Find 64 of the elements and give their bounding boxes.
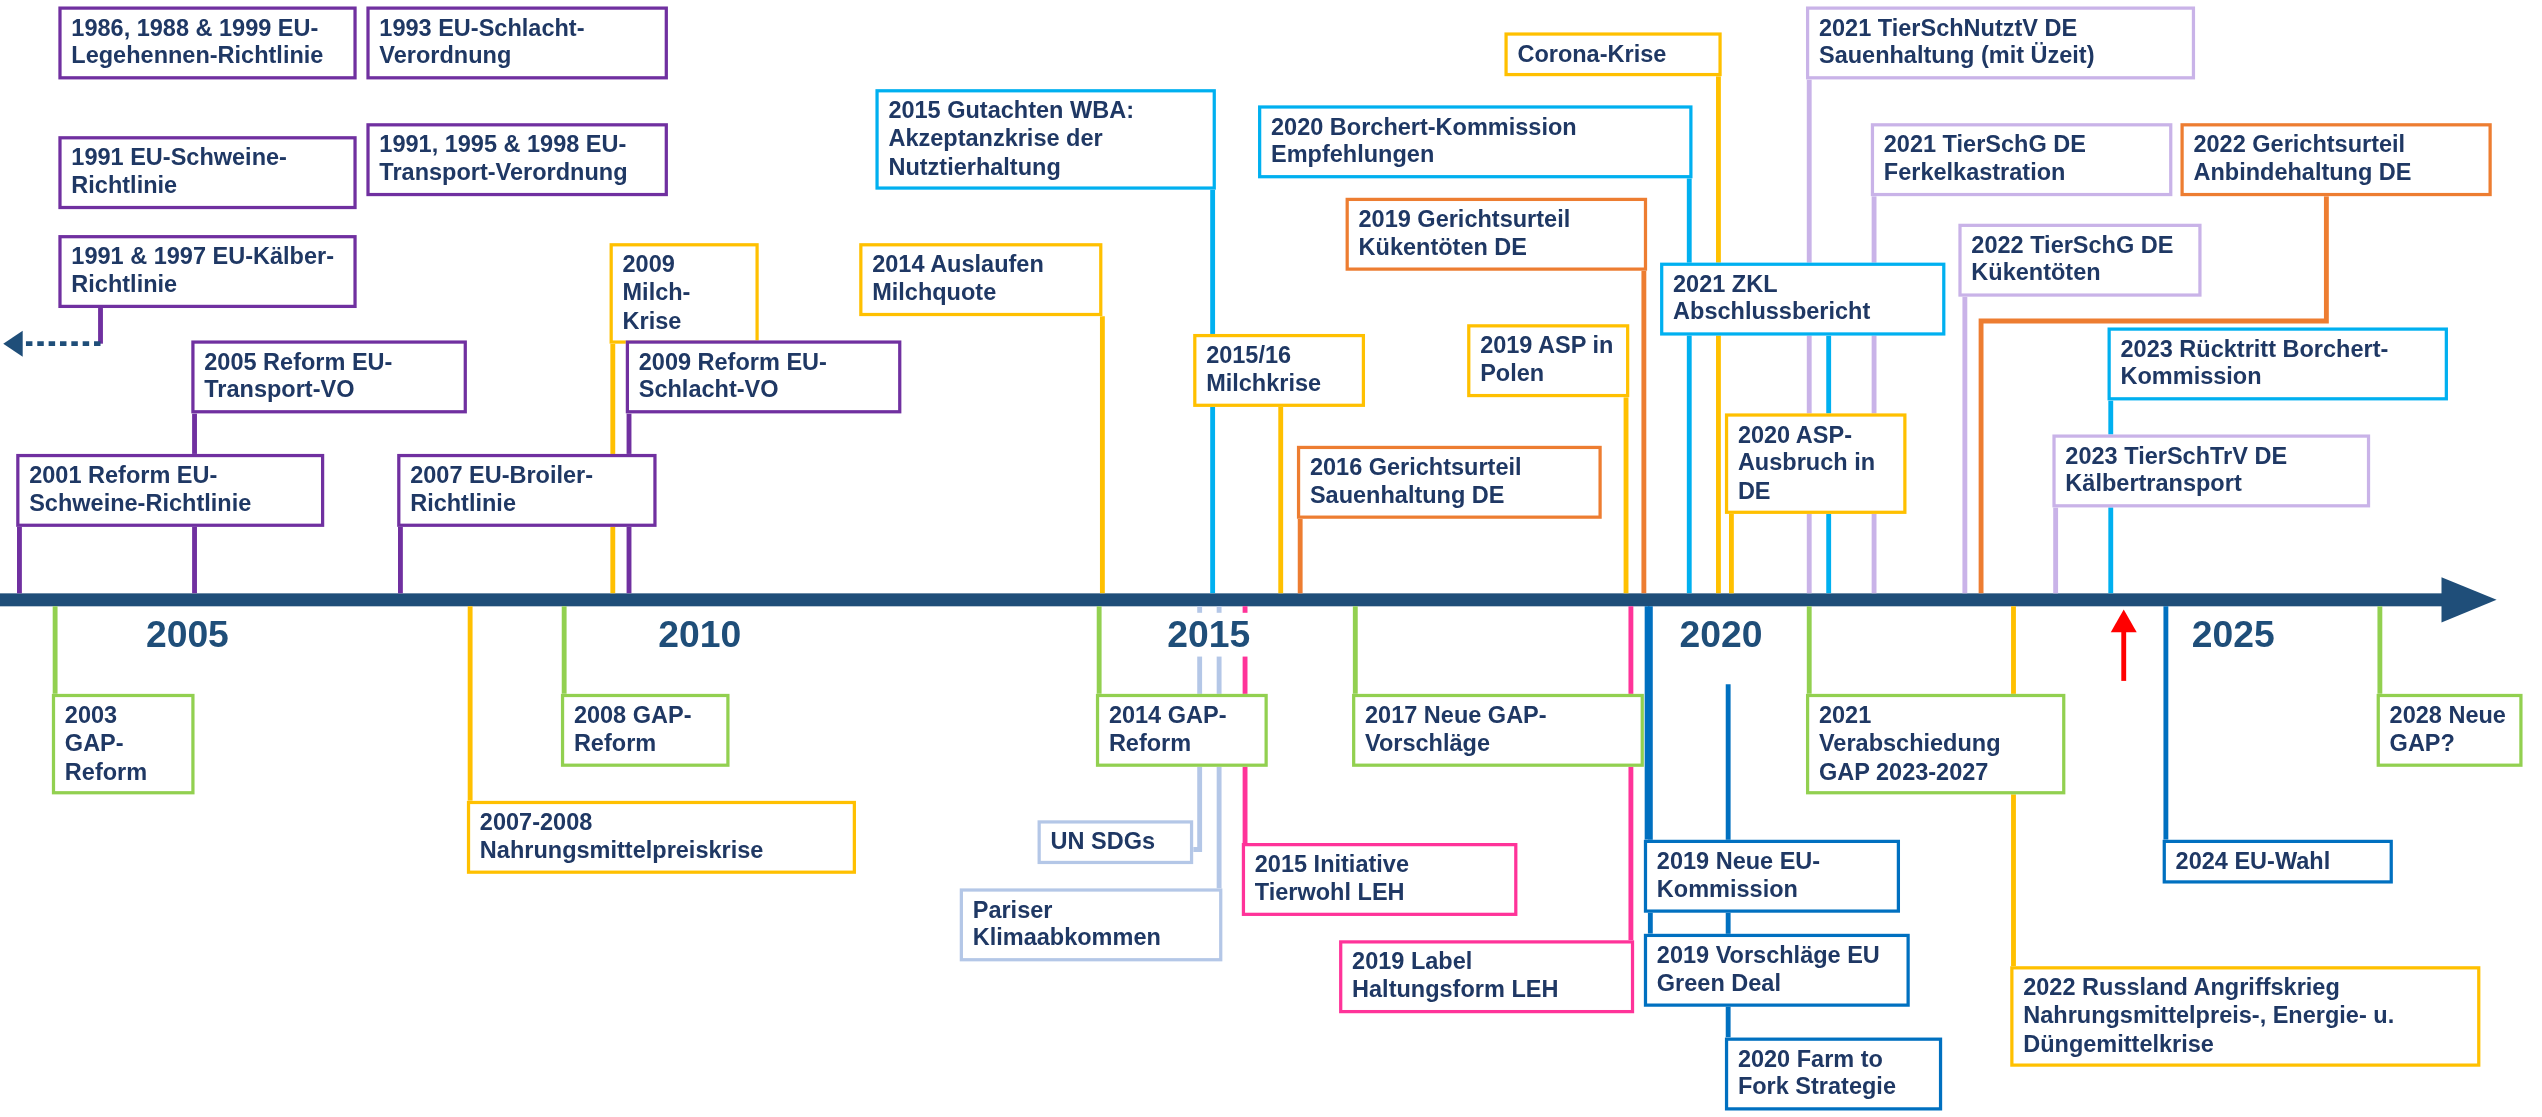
leader-line bbox=[1644, 606, 1650, 840]
event-card: 2019 Gerichtsurteil Kükentöten DE bbox=[1345, 197, 1648, 271]
event-card: 2003 GAP-Reform bbox=[51, 693, 195, 795]
event-card: 2028 Neue GAP? bbox=[2376, 693, 2523, 767]
event-card: 2017 Neue GAP-Vorschläge bbox=[1352, 693, 1644, 767]
event-card: 2021 Verabschiedung GAP 2023-2027 bbox=[1806, 693, 2066, 795]
leader-line bbox=[52, 606, 58, 694]
leader-line bbox=[467, 606, 473, 801]
event-card: 2019 ASP in Polen bbox=[1467, 324, 1630, 397]
event-card: 2016 Gerichtsurteil Sauenhaltung DE bbox=[1296, 445, 1602, 519]
event-card: Corona-Krise bbox=[1504, 32, 1722, 77]
leader-line bbox=[1096, 606, 1102, 694]
event-card: 2009 Reform EU-Schlacht-VO bbox=[625, 340, 902, 414]
event-card: 2007 EU-Broiler-Richtlinie bbox=[397, 453, 657, 527]
event-card: 2021 TierSchNutztV DE Sauenhaltung (mit Üzeit) bbox=[1806, 6, 2196, 80]
event-card: 2015 Initiative Tierwohl LEH bbox=[1241, 843, 1518, 916]
leader-line bbox=[2053, 507, 2059, 594]
leader-line bbox=[1278, 406, 1284, 594]
event-card: 2014 GAP-Reform bbox=[1095, 693, 1268, 767]
event-card: 1991 EU-Schweine-Richtlinie bbox=[58, 136, 357, 209]
leader-line bbox=[561, 606, 567, 694]
leader-line bbox=[1729, 513, 1734, 594]
event-card: 2007-2008 Nahrungsmittelpreiskrise bbox=[466, 800, 856, 874]
event-card: 1991, 1995 & 1998 EU-Transport-Verordnung bbox=[366, 123, 668, 196]
event-card: 2022 Gerichtsurteil Anbindehaltung DE bbox=[2180, 123, 2492, 196]
event-card: 1991 & 1997 EU-Kälber-Richtlinie bbox=[58, 235, 357, 308]
event-card: 2014 Auslaufen Milchquote bbox=[859, 243, 1103, 316]
leader-line bbox=[1978, 196, 2329, 594]
leader-line bbox=[1352, 606, 1358, 694]
event-card: 2020 ASP-Ausbruch in DE bbox=[1724, 413, 1907, 515]
event-card: 2021 TierSchG DE Ferkelkastration bbox=[1870, 123, 2173, 196]
event-card: 2020 Farm to Fork Strategie bbox=[1724, 1037, 1943, 1111]
leader-line bbox=[1641, 270, 1647, 594]
event-card: 2022 TierSchG DE Kükentöten bbox=[1958, 223, 2202, 297]
leader-line bbox=[98, 308, 103, 344]
timeline-axis bbox=[0, 577, 2497, 623]
leader-line bbox=[1099, 316, 1105, 594]
event-card: 1993 EU-Schlacht-Verordnung bbox=[366, 6, 668, 80]
event-card: 2005 Reform EU-Transport-VO bbox=[191, 340, 467, 414]
leader-line bbox=[398, 526, 403, 594]
event-card: 2015/16 Milchkrise bbox=[1193, 333, 1366, 407]
leader-line bbox=[1806, 606, 1812, 694]
leader-line bbox=[2377, 606, 2383, 694]
event-card: 2023 Rücktritt Borchert-Kommission bbox=[2107, 327, 2448, 401]
leader-line bbox=[17, 526, 22, 594]
event-card: 2015 Gutachten WBA: Akzeptanzkrise der Nutztierhaltung bbox=[875, 89, 1216, 190]
event-card: 2021 ZKL Abschlussbericht bbox=[1660, 262, 1946, 336]
event-card: 2020 Borchert-Kommission Empfehlungen bbox=[1258, 105, 1693, 178]
event-card: 2023 TierSchTrV DE Kälbertransport bbox=[2052, 434, 2371, 508]
event-card: 2019 Neue EU-Kommission bbox=[1643, 839, 1900, 913]
event-card: UN SDGs bbox=[1037, 820, 1194, 865]
leader-line bbox=[1962, 296, 1968, 594]
event-card: 2019 Vorschläge EU Green Deal bbox=[1643, 933, 1910, 1007]
leader-line bbox=[1297, 518, 1303, 594]
leader-line bbox=[1623, 397, 1629, 594]
event-card: 2019 Label Haltungsform LEH bbox=[1339, 940, 1635, 1013]
event-card: 2008 GAP-Reform bbox=[560, 693, 730, 767]
event-card: 2024 EU-Wahl bbox=[2162, 839, 2393, 885]
event-card: 2022 Russland Angriffskrieg Nahrungsmittelpreis-, Energie- u. Düngemittelkrise bbox=[2010, 966, 2481, 1067]
event-card: 2009 Milch-Krise bbox=[609, 243, 759, 344]
event-card: 1986, 1988 & 1999 EU-Legehennen-Richtlinie bbox=[58, 6, 357, 80]
event-card: 2001 Reform EU-Schweine-Richtlinie bbox=[16, 453, 325, 527]
leader-line bbox=[2163, 606, 2169, 840]
event-card: Pariser Klimaabkommen bbox=[959, 888, 1223, 961]
